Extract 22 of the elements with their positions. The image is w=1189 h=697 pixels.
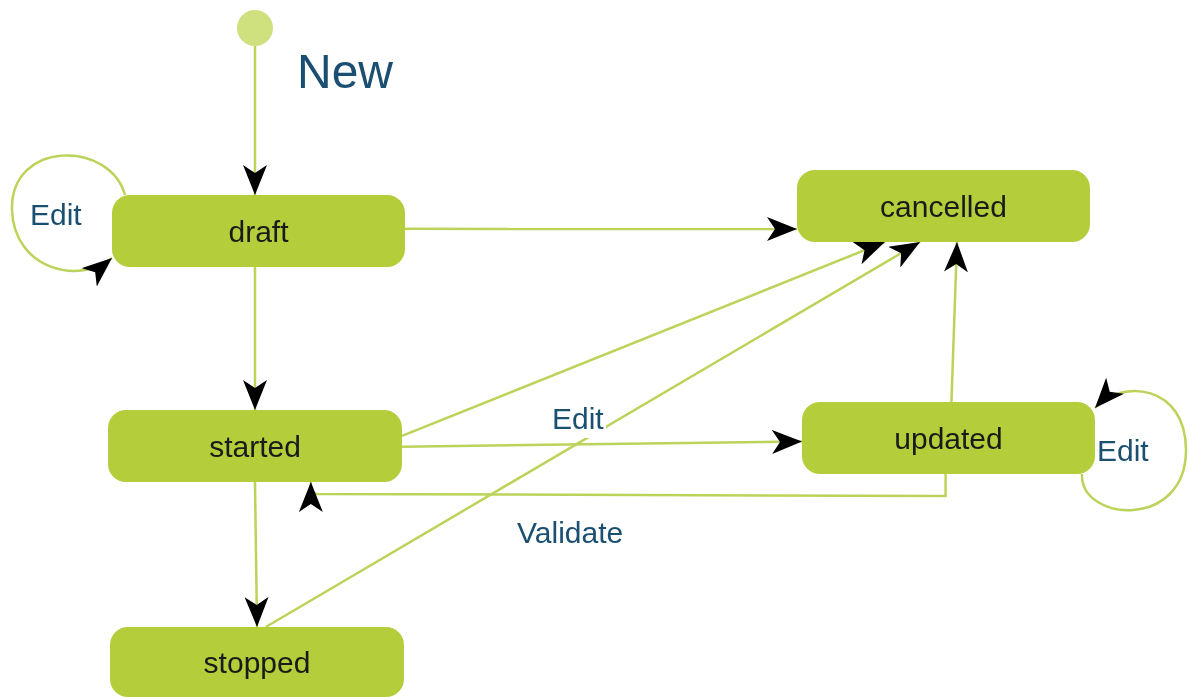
state-box — [108, 410, 402, 482]
arrow — [405, 217, 797, 241]
arrow — [243, 46, 267, 195]
state-name: stopped — [203, 644, 311, 681]
state-name: cancelled — [880, 188, 1007, 225]
arrow — [402, 430, 802, 454]
state-box — [112, 195, 405, 267]
arrow — [265, 240, 921, 629]
arrow — [243, 267, 267, 410]
state-name: draft — [228, 213, 289, 250]
state-caption: New — [297, 48, 394, 96]
arrow — [298, 474, 947, 512]
state-box — [110, 627, 404, 697]
arrow — [244, 482, 269, 627]
arrow — [1080, 379, 1188, 512]
state-box — [797, 170, 1090, 242]
arrow — [943, 241, 968, 403]
arrow — [10, 154, 127, 285]
arrow — [401, 240, 886, 438]
state-name: updated — [894, 420, 1003, 457]
state-name: started — [209, 428, 301, 465]
state-box — [802, 402, 1095, 474]
